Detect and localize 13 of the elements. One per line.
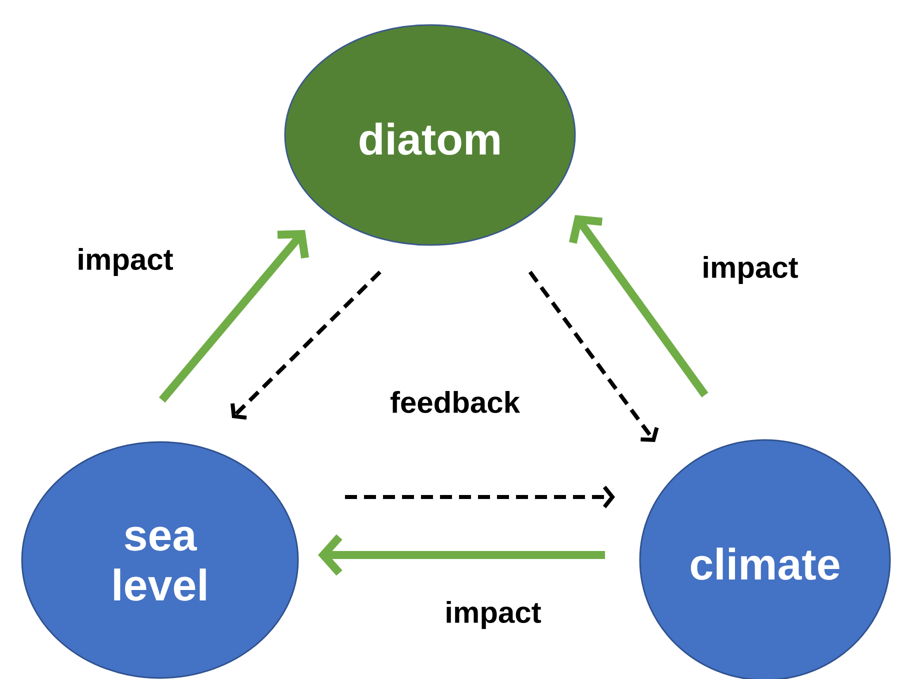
arrow: [158, 230, 309, 403]
arrow: [569, 215, 708, 398]
circle-node: climate: [639, 439, 891, 679]
circle-node: diatom: [284, 24, 576, 246]
edge-label: impact: [446, 601, 541, 629]
arrow: [318, 534, 605, 576]
arrow: [528, 270, 659, 442]
arrow: [230, 270, 382, 420]
circle-node: sea level: [21, 441, 299, 679]
text-label: feedback: [390, 390, 520, 414]
edge-label: impact: [78, 248, 173, 276]
edge-label: impact: [704, 256, 798, 284]
arrow: [345, 486, 615, 508]
